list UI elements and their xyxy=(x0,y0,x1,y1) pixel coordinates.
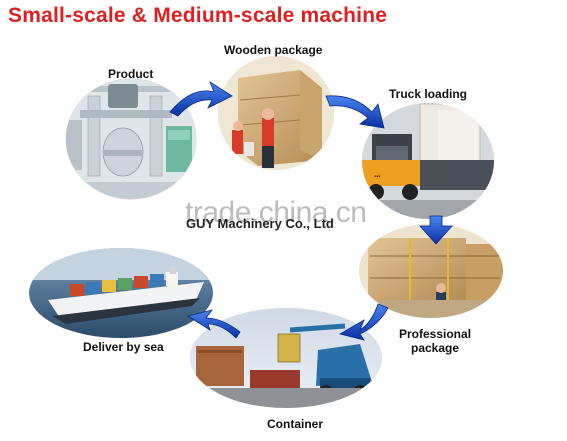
step-label-product: Product xyxy=(108,67,154,81)
arrow-package-to-container xyxy=(338,303,389,341)
container-crane-photo xyxy=(190,308,382,408)
step-label-deliver-by-sea: Deliver by sea xyxy=(83,340,164,354)
step-label-professional-package: Professional package xyxy=(399,327,471,355)
step-label-package: package xyxy=(411,341,460,355)
step-label-truck-loading: Truck loading xyxy=(389,87,468,101)
packed-crates-photo xyxy=(359,224,503,318)
arrow-container-to-ship xyxy=(186,309,241,339)
watermark-company: GUY Machinery Co., Ltd xyxy=(186,216,334,231)
step-label-professional: Professional xyxy=(399,327,472,341)
watermark-text: trade.china.cn xyxy=(185,196,367,229)
cargo-ship-photo xyxy=(29,248,213,338)
arrow-wooden-to-truck xyxy=(325,95,385,129)
product-machine-photo xyxy=(65,78,197,200)
wooden-crate-photo xyxy=(218,56,334,170)
page-title: Small-scale & Medium-scale machine xyxy=(8,4,388,27)
arrow-product-to-wooden xyxy=(169,80,233,117)
forklift-truck-photo: ▪▪▪ xyxy=(362,103,494,219)
step-label-container: Container xyxy=(267,417,324,431)
arrow-truck-to-package xyxy=(419,215,453,245)
forklift-brand-text: ▪▪▪ xyxy=(374,174,380,180)
step-label-wooden-package: Wooden package xyxy=(224,43,323,57)
